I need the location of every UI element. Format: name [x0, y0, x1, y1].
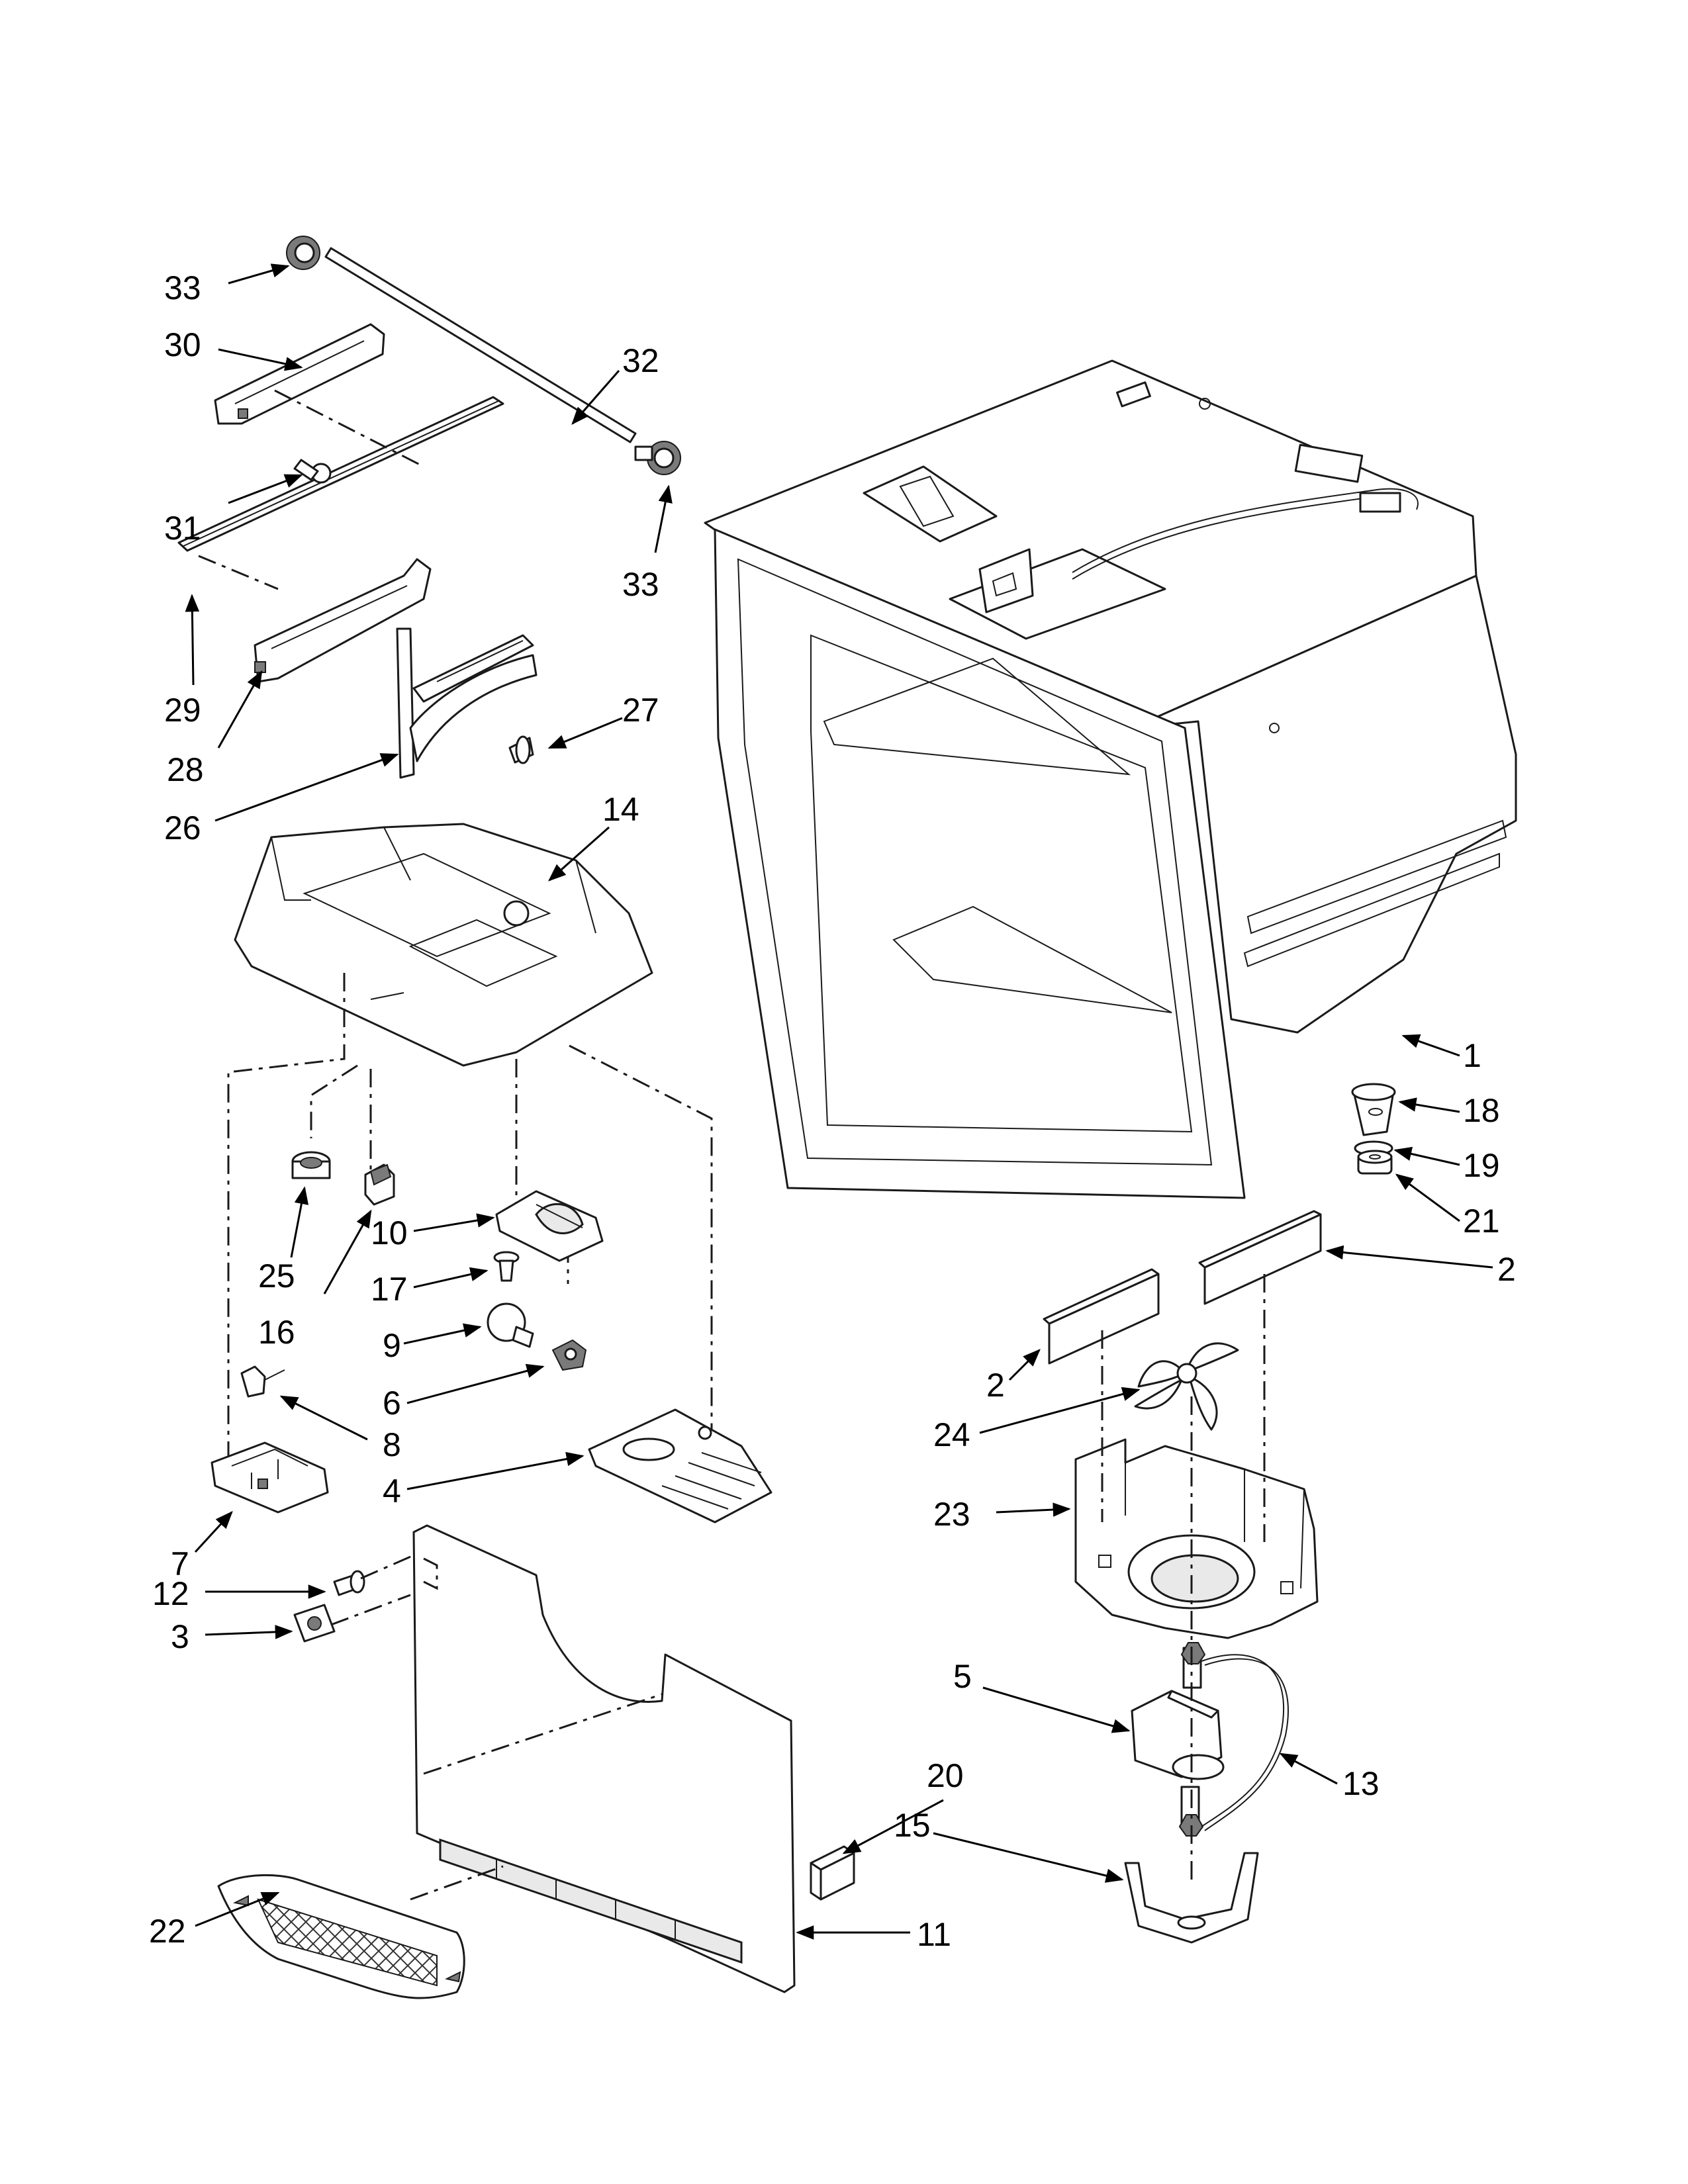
pinion-gear-lower — [634, 441, 681, 475]
fan-blade — [1134, 1342, 1239, 1431]
light-switch — [364, 1163, 395, 1206]
fan-shroud — [1074, 1438, 1319, 1639]
callout-8: 8 — [383, 1426, 401, 1463]
callout-31: 31 — [164, 510, 201, 547]
motor-wire — [1201, 1654, 1285, 1827]
slide-end-cap-upper — [214, 323, 385, 425]
callout-labels: 33 30 32 31 33 29 28 27 26 14 1 18 19 21… — [149, 269, 1516, 1953]
fan-motor — [1131, 1642, 1225, 1837]
callout-26: 26 — [164, 809, 201, 846]
callout-14: 14 — [602, 791, 639, 828]
insulation-pad-upper — [1198, 1210, 1322, 1305]
bulb-socket — [551, 1339, 587, 1371]
callout-17: 17 — [371, 1271, 408, 1308]
light-housing — [495, 1190, 604, 1262]
callout-3: 3 — [171, 1618, 189, 1655]
callout-29: 29 — [164, 692, 201, 729]
callout-30: 30 — [164, 326, 201, 363]
bracket-screw — [508, 735, 534, 764]
damper-bracket — [293, 1604, 336, 1643]
callout-1: 1 — [1463, 1037, 1481, 1074]
insulation-pad-lower — [1043, 1268, 1160, 1365]
grommet — [1357, 1150, 1393, 1175]
callout-33: 33 — [164, 269, 201, 306]
control-box — [211, 1441, 329, 1514]
leader-lines — [185, 263, 1493, 1940]
callout-11: 11 — [917, 1916, 951, 1953]
guide-line — [330, 1554, 414, 1626]
callout-25: 25 — [258, 1257, 295, 1295]
slide-screw — [293, 459, 332, 484]
callout-10: 10 — [371, 1214, 408, 1251]
callout-13: 13 — [1342, 1765, 1380, 1802]
cup-fitting — [1351, 1083, 1396, 1136]
callout-33: 33 — [622, 566, 659, 603]
callout-5: 5 — [953, 1658, 972, 1695]
callout-32: 32 — [622, 342, 659, 379]
guide-line — [410, 1693, 663, 1901]
callout-16: 16 — [258, 1314, 295, 1351]
callout-28: 28 — [167, 751, 204, 788]
guide-line — [1101, 1274, 1266, 1886]
pinion-gear-upper — [286, 236, 320, 270]
freezer-liner — [704, 359, 1517, 1199]
drive-shaft — [324, 247, 637, 443]
motor-bracket — [1124, 1852, 1259, 1944]
callout-27: 27 — [622, 692, 659, 729]
callout-4: 4 — [383, 1473, 401, 1510]
rear-panel — [412, 1524, 796, 1993]
callout-9: 9 — [383, 1327, 401, 1364]
front-grille — [217, 1874, 465, 1999]
mounting-bracket — [396, 627, 538, 779]
damper-knob — [291, 1151, 331, 1179]
callout-15: 15 — [894, 1807, 931, 1844]
callout-21: 21 — [1463, 1203, 1500, 1240]
callout-24: 24 — [933, 1416, 970, 1453]
callout-23: 23 — [933, 1496, 970, 1533]
callout-20: 20 — [927, 1757, 964, 1794]
control-housing — [234, 823, 653, 1067]
vent-cover — [588, 1408, 773, 1524]
callout-6: 6 — [383, 1385, 401, 1422]
light-bulb — [487, 1302, 534, 1348]
callout-2: 2 — [1497, 1251, 1516, 1288]
housing-screw — [493, 1251, 520, 1282]
callout-2: 2 — [986, 1367, 1005, 1404]
cover-screw — [333, 1570, 365, 1596]
callout-12: 12 — [152, 1575, 189, 1612]
callout-19: 19 — [1463, 1147, 1500, 1184]
thermistor — [240, 1365, 285, 1398]
callout-7: 7 — [171, 1545, 189, 1582]
guide-line — [198, 389, 424, 590]
guide-line — [227, 973, 713, 1469]
callout-22: 22 — [149, 1913, 186, 1950]
foam-strip — [810, 1845, 855, 1901]
slide-rail — [177, 396, 504, 552]
callout-18: 18 — [1463, 1092, 1500, 1129]
